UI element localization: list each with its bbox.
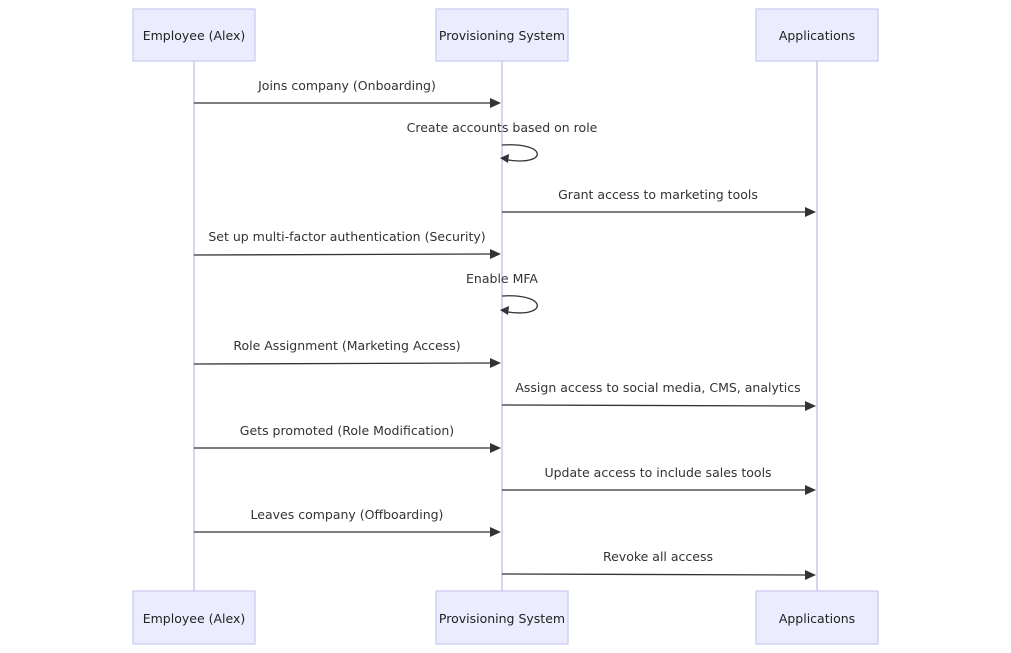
actor-applications-bottom-label: Applications	[779, 611, 855, 626]
message-role-assignment: Role Assignment (Marketing Access)	[193, 338, 501, 368]
arrow-head	[490, 249, 501, 259]
message-arrow-line	[501, 404, 808, 407]
message-revoke-access: Revoke all access	[501, 549, 816, 580]
arrow-head	[500, 306, 509, 315]
actor-employee-top-label: Employee (Alex)	[143, 28, 246, 43]
message-label: Enable MFA	[466, 271, 538, 286]
self-loop-line	[501, 295, 538, 314]
actor-provisioning-system-top: Provisioning System	[435, 8, 569, 62]
actor-provisioning-system-bottom-label: Provisioning System	[439, 611, 565, 626]
actor-provisioning-system-bottom: Provisioning System	[435, 590, 569, 645]
arrow-head	[490, 358, 501, 368]
arrow-head	[805, 485, 816, 495]
message-label: Joins company (Onboarding)	[257, 78, 436, 93]
message-label: Revoke all access	[603, 549, 713, 564]
message-assign-access: Assign access to social media, CMS, anal…	[501, 380, 816, 411]
message-leaves-company: Leaves company (Offboarding)	[194, 507, 501, 537]
actor-employee-top: Employee (Alex)	[132, 8, 256, 62]
message-grant-access: Grant access to marketing tools	[502, 187, 816, 217]
actor-employee-bottom: Employee (Alex)	[132, 590, 256, 645]
message-arrow-line	[193, 362, 493, 365]
message-joins-company: Joins company (Onboarding)	[194, 78, 501, 108]
message-setup-mfa: Set up multi-factor authentication (Secu…	[193, 229, 501, 259]
message-update-access: Update access to include sales tools	[502, 465, 816, 495]
message-create-accounts: Create accounts based on role	[407, 120, 598, 163]
arrow-head	[805, 401, 816, 411]
message-arrow-line	[193, 253, 493, 256]
actor-applications-top: Applications	[755, 8, 879, 62]
self-loop-line	[501, 144, 538, 162]
arrow-head	[500, 154, 509, 163]
actor-employee-bottom-label: Employee (Alex)	[143, 611, 246, 626]
arrow-head	[490, 98, 501, 108]
message-label: Set up multi-factor authentication (Secu…	[208, 229, 485, 244]
message-label: Gets promoted (Role Modification)	[240, 423, 454, 438]
message-label: Leaves company (Offboarding)	[251, 507, 444, 522]
arrow-head	[490, 443, 501, 453]
message-label: Role Assignment (Marketing Access)	[233, 338, 460, 353]
message-enable-mfa: Enable MFA	[466, 271, 538, 315]
arrow-head	[805, 207, 816, 217]
arrow-head	[490, 527, 501, 537]
actor-applications-top-label: Applications	[779, 28, 855, 43]
message-label: Update access to include sales tools	[544, 465, 771, 480]
message-gets-promoted: Gets promoted (Role Modification)	[194, 423, 501, 453]
message-label: Assign access to social media, CMS, anal…	[515, 380, 800, 395]
arrow-head	[805, 570, 816, 580]
message-arrow-line	[501, 573, 808, 576]
actor-provisioning-system-top-label: Provisioning System	[439, 28, 565, 43]
message-label: Grant access to marketing tools	[558, 187, 758, 202]
message-label: Create accounts based on role	[407, 120, 598, 135]
actor-applications-bottom: Applications	[755, 590, 879, 645]
